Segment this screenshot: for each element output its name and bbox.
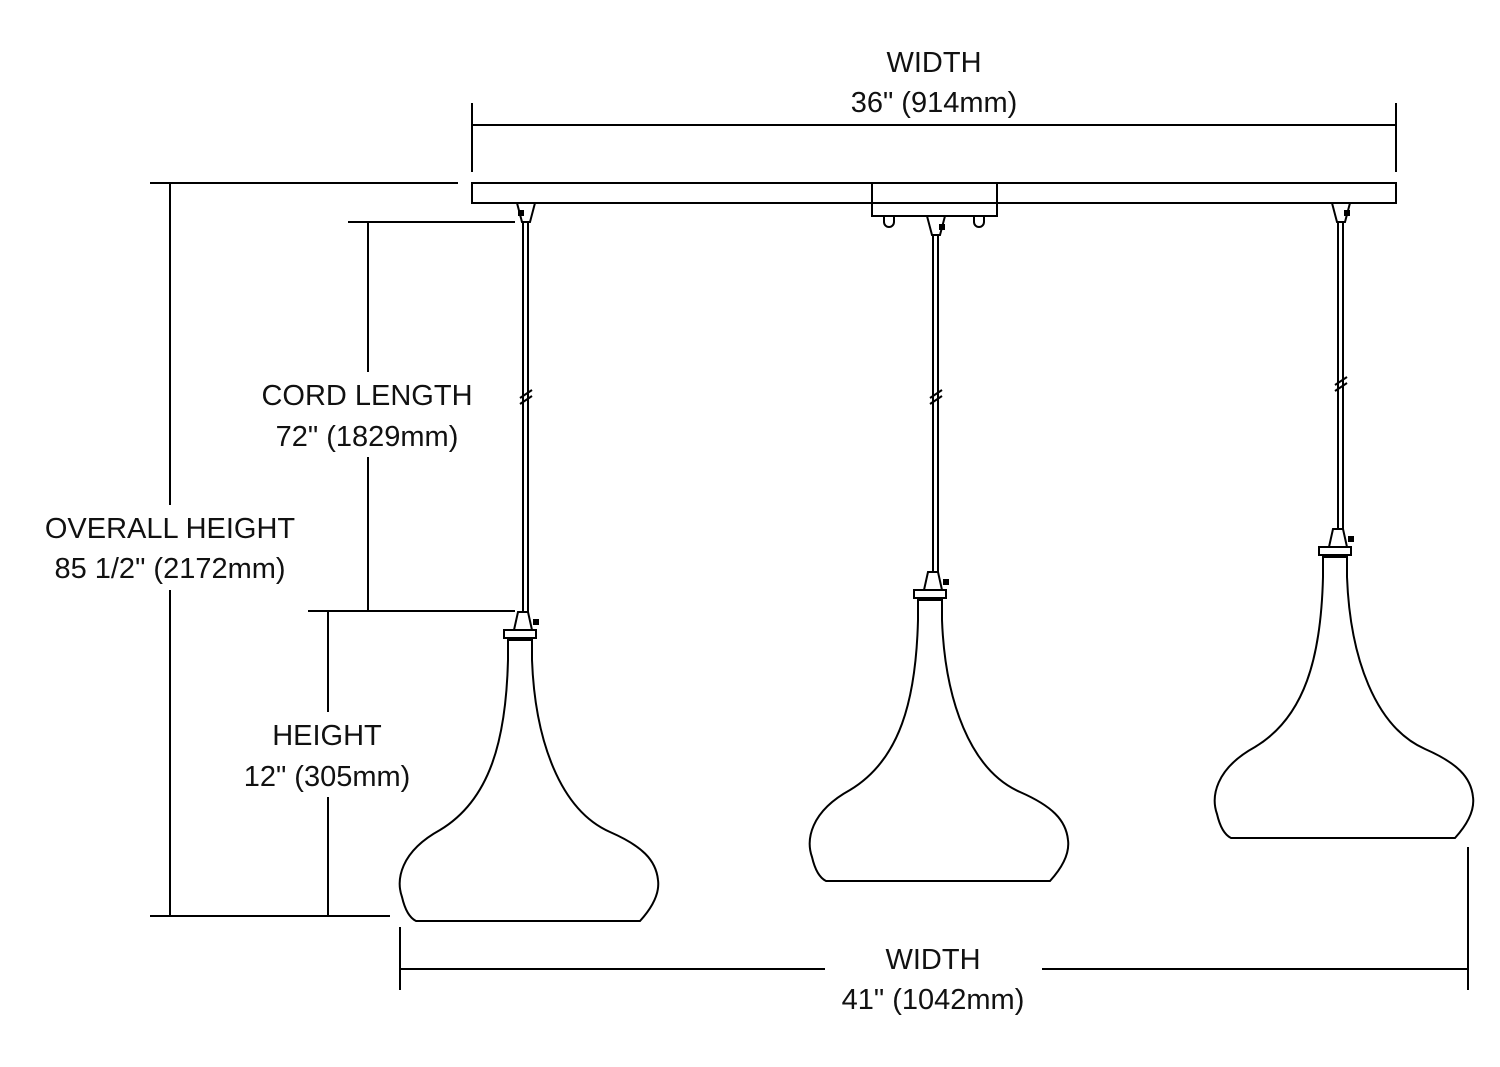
cord-length-dimension: CORD LENGTH 72" (1829mm): [245, 221, 515, 612]
cord-length-label: CORD LENGTH: [261, 380, 472, 412]
bottom-width-label: WIDTH: [885, 944, 980, 976]
overall-height-label: OVERALL HEIGHT: [45, 513, 296, 545]
overall-height-dimension: OVERALL HEIGHT 85 1/2" (2172mm): [25, 182, 458, 917]
canopy-bar: [471, 182, 1397, 228]
bottom-width-dimension: WIDTH 41" (1042mm): [399, 847, 1469, 1016]
height-value: 12" (305mm): [244, 761, 411, 793]
cord-length-value: 72" (1829mm): [276, 421, 459, 453]
height-label: HEIGHT: [272, 720, 382, 752]
pendant-3: [1215, 202, 1473, 838]
pendant-2: [810, 215, 1068, 881]
height-dimension: HEIGHT 12" (305mm): [230, 611, 425, 916]
top-width-value: 36" (914mm): [851, 87, 1018, 119]
top-width-dimension: WIDTH 36" (914mm): [471, 47, 1397, 172]
overall-height-value: 85 1/2" (2172mm): [54, 553, 285, 585]
top-width-label: WIDTH: [886, 47, 981, 79]
pendant-1: [400, 202, 658, 921]
bottom-width-value: 41" (1042mm): [842, 984, 1025, 1016]
